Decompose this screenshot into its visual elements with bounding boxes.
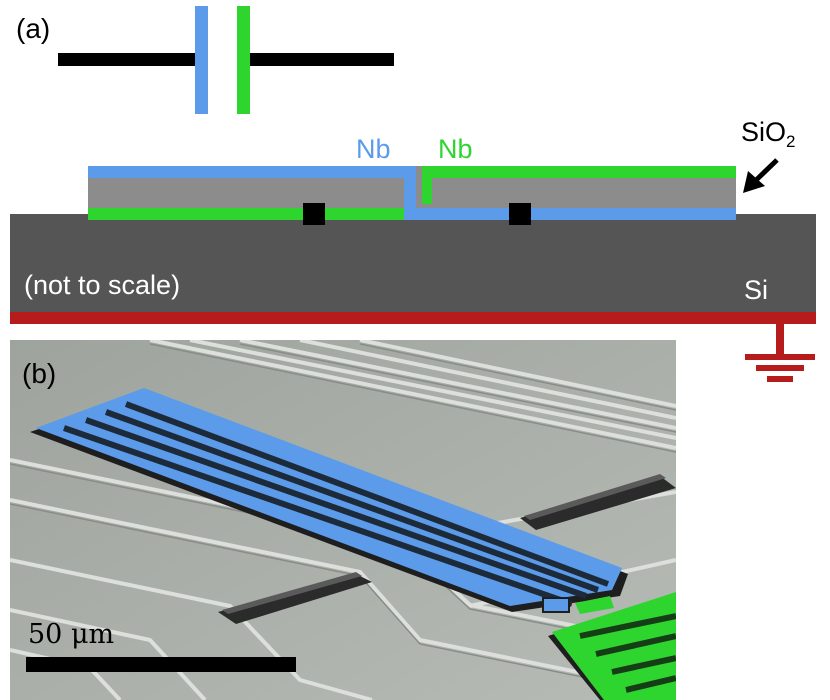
blue-lead	[542, 597, 570, 613]
panel-b-sem-image	[10, 340, 676, 700]
left-sio2	[88, 178, 404, 208]
panel-a: (a)	[10, 6, 816, 382]
sio2-label: SiO2	[741, 117, 795, 151]
panel-b-label: (b)	[22, 358, 56, 389]
scale-bar	[26, 657, 296, 672]
electrode-stubs	[218, 476, 676, 624]
not-to-scale-note: (not to scale)	[24, 270, 180, 300]
ground-plane-strip	[10, 312, 816, 324]
si-substrate	[10, 214, 816, 312]
capacitor-lead-left	[58, 53, 197, 66]
right-bottom-nb-blue	[416, 208, 736, 220]
capacitor-lead-right	[248, 53, 394, 66]
si-label: Si	[744, 275, 768, 305]
left-top-nb-blue	[88, 166, 404, 178]
contact-pad-left	[303, 203, 325, 225]
contact-pad-right	[509, 203, 531, 225]
blue-finger-electrode	[30, 388, 628, 613]
capacitor-plate-green	[237, 6, 250, 114]
arrow-icon	[743, 158, 779, 193]
scale-bar-label: 50 μm	[28, 619, 114, 650]
right-top-nb-green	[424, 166, 736, 178]
right-sio2	[428, 178, 736, 208]
nb-label-blue: Nb	[356, 134, 391, 164]
background-traces	[10, 340, 676, 700]
blue-step	[404, 166, 416, 220]
ground-icon	[745, 324, 815, 382]
capacitor-symbol	[58, 6, 394, 114]
panel-a-label: (a)	[16, 13, 50, 44]
electrode-stub-highlights	[222, 474, 666, 614]
left-bottom-nb-green	[88, 208, 404, 220]
layer-stack	[88, 166, 736, 225]
nb-label-green: Nb	[438, 134, 473, 164]
capacitor-plate-blue	[195, 6, 208, 114]
green-finger-electrode	[548, 592, 676, 700]
green-step	[422, 166, 432, 204]
